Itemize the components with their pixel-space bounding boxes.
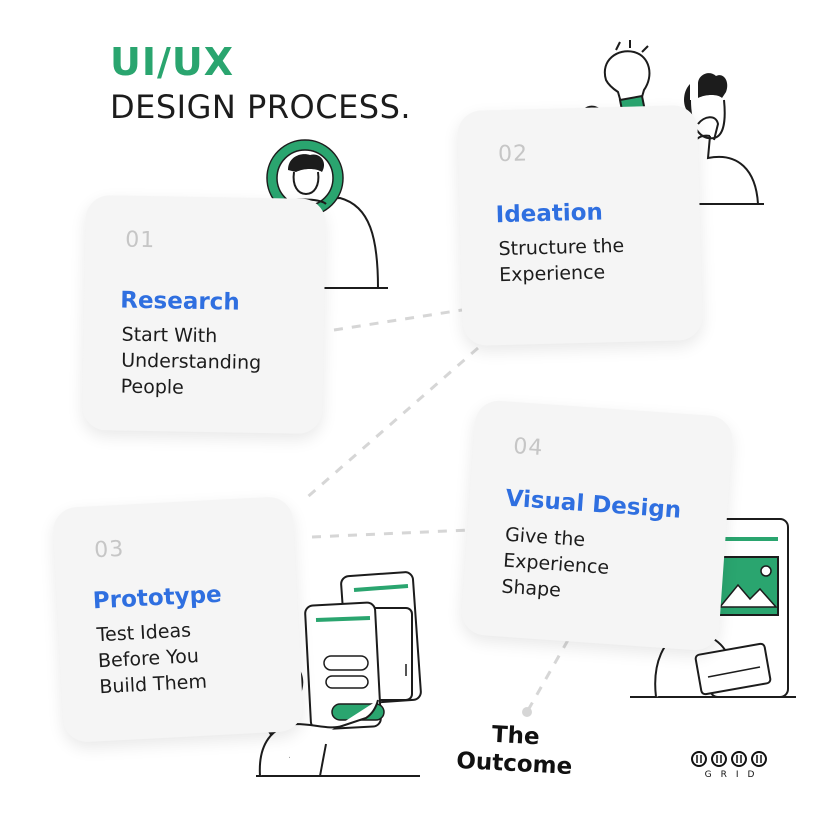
outcome-label: The Outcome (439, 718, 592, 782)
page-title: DESIGN PROCESS. (110, 88, 412, 126)
step-description: Test Ideas Before You Build Them (96, 612, 300, 700)
step-description: Structure the Experience (498, 231, 699, 288)
description-line: Understanding (120, 349, 262, 375)
step-heading: Prototype (92, 581, 223, 615)
step-description: Give the Experience Shape (501, 522, 706, 614)
logo-wordmark: GRID (704, 770, 764, 780)
title-accent: UI/UX (110, 40, 235, 84)
grid-logo-icon (691, 751, 767, 767)
step-number: 03 (93, 536, 125, 564)
step-heading: Visual Design (504, 485, 682, 524)
description-line: People (120, 375, 185, 399)
step-number: 02 (497, 141, 529, 168)
description-line: Start With (121, 323, 218, 348)
step-card-research: 01 Research Start With Understanding Peo… (81, 194, 327, 435)
step-heading: Research (120, 287, 240, 316)
step-card-visual-design: 04 Visual Design Give the Experience Sha… (460, 399, 734, 652)
step-number: 01 (125, 227, 156, 254)
description-line: Experience (498, 261, 606, 287)
step-number: 04 (512, 433, 545, 462)
step-card-ideation: 02 Ideation Structure the Experience (456, 104, 704, 347)
step-description: Start With Understanding People (121, 322, 322, 403)
step-card-prototype: 03 Prototype Test Ideas Before You Build… (52, 495, 304, 744)
step-heading: Ideation (495, 199, 604, 229)
